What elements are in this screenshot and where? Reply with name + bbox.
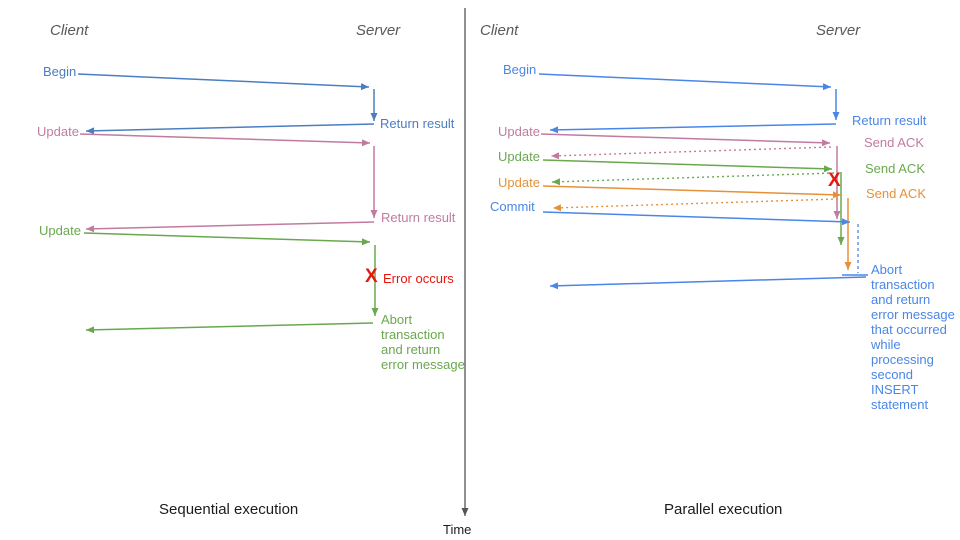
par-abort-message: Abort transaction and return error messa…	[871, 262, 955, 412]
par-send-ack-2-arrow	[551, 172, 835, 186]
seq-return-result-2-arrow	[85, 221, 375, 233]
seq-return-result-1-arrow	[85, 123, 375, 135]
time-axis-label: Time	[443, 522, 472, 537]
par-send-ack-1-label: Send ACK	[864, 135, 924, 150]
seq-begin-label: Begin	[43, 64, 77, 79]
par-send-ack-1-arrow	[550, 146, 832, 160]
par-update-1-label: Update	[498, 124, 540, 139]
par-send-ack-3-arrow	[552, 198, 839, 212]
par-error-x-icon: X	[828, 170, 841, 191]
par-return-result-arrow	[549, 123, 837, 134]
par-caption: Parallel execution	[664, 501, 783, 518]
par-update-3-request-arrow	[542, 185, 842, 199]
par-commit-label: Commit	[490, 199, 535, 214]
seq-error-occurs-label: Error occurs	[383, 271, 454, 286]
par-send-ack-3-label: Send ACK	[866, 186, 926, 201]
seq-update-1-request-arrow	[79, 133, 371, 147]
seq-update-2-label: Update	[39, 223, 81, 238]
par-update-3-label: Update	[498, 175, 540, 190]
par-begin-request-arrow	[538, 73, 832, 91]
par-begin-label: Begin	[503, 62, 537, 77]
seq-client-header: Client	[50, 22, 89, 39]
par-server-header: Server	[816, 22, 861, 39]
seq-update-2-request-arrow	[83, 232, 371, 246]
seq-error-x-icon: X	[365, 266, 378, 287]
par-abort-return-arrow	[549, 276, 867, 290]
seq-begin-request-arrow	[77, 73, 370, 91]
par-return-result-label: Return result	[852, 113, 927, 128]
seq-update-1-label: Update	[37, 124, 79, 139]
seq-abort-return-arrow	[85, 322, 374, 334]
par-send-ack-2-label: Send ACK	[865, 161, 925, 176]
seq-return-result-2-label: Return result	[381, 210, 456, 225]
par-update-2-request-arrow	[542, 159, 833, 173]
seq-caption: Sequential execution	[159, 501, 299, 518]
seq-abort-message: Abort transaction and return error messa…	[381, 312, 465, 372]
seq-server-header: Server	[356, 22, 401, 39]
seq-return-result-1-label: Return result	[380, 116, 455, 131]
par-client-header: Client	[480, 22, 519, 39]
par-commit-request-arrow	[542, 211, 851, 226]
par-update-2-label: Update	[498, 149, 540, 164]
par-update-1-request-arrow	[540, 133, 831, 147]
